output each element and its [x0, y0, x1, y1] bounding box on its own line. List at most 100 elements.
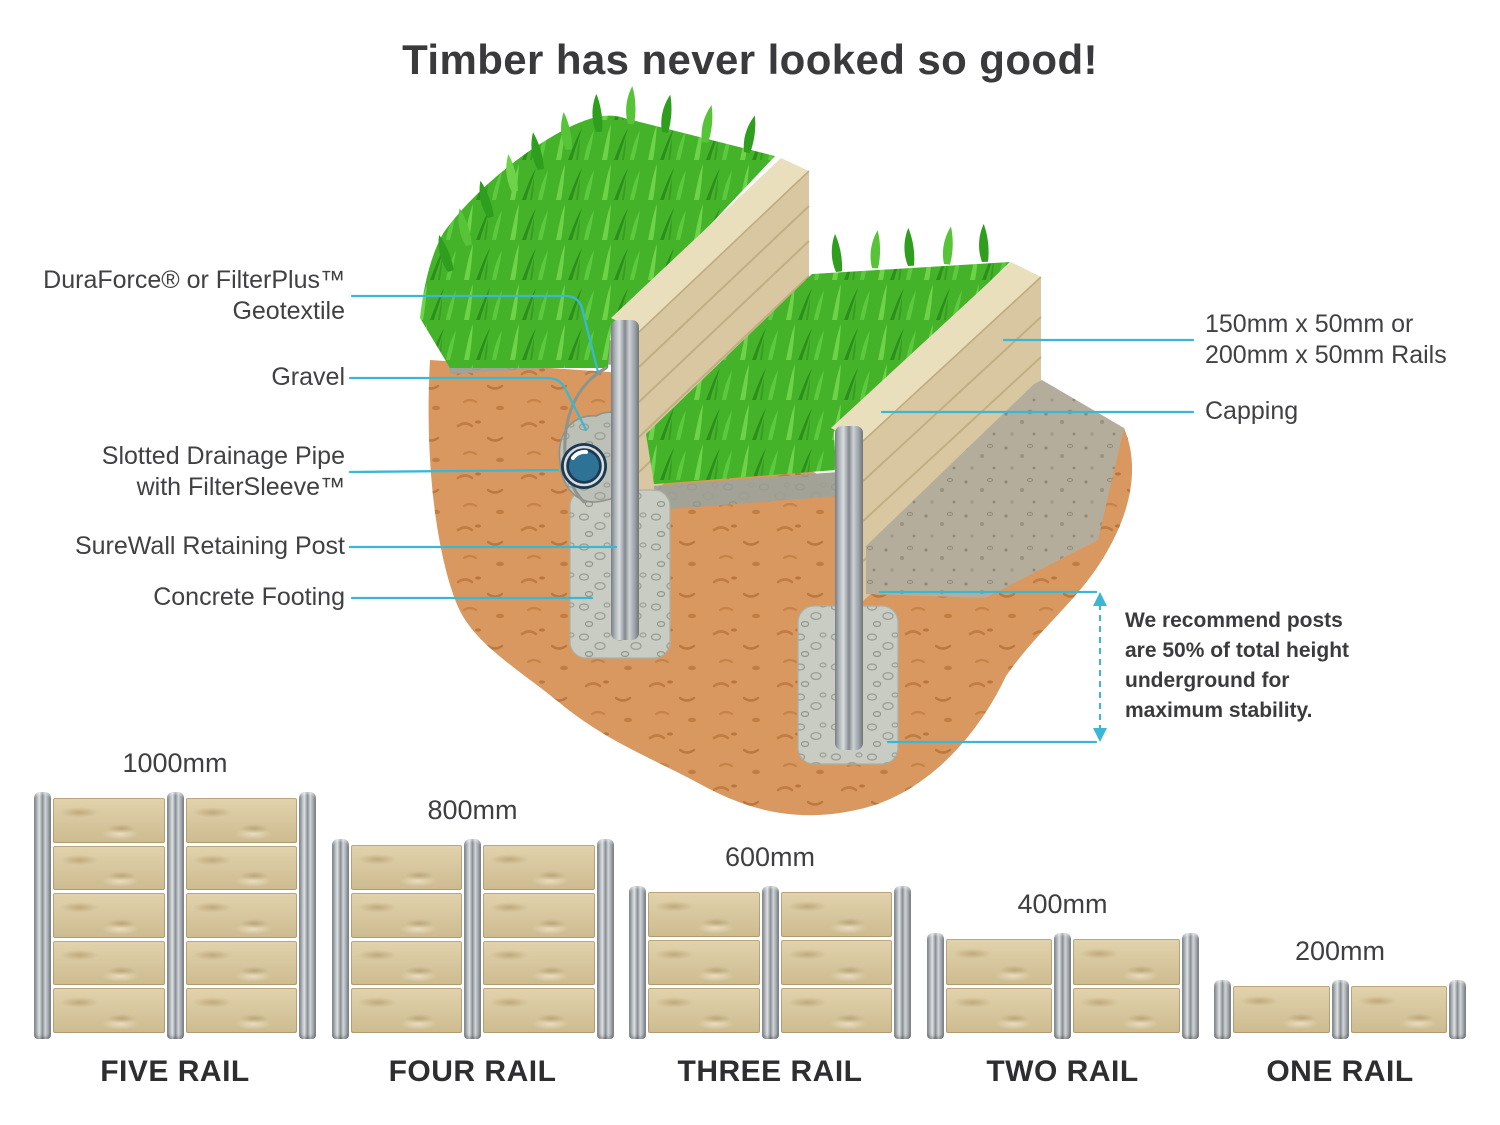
rail-panel: [1349, 980, 1450, 1039]
upper-grass-terrace: [420, 85, 775, 368]
rail-panel: [1231, 980, 1332, 1039]
timber-rail: [648, 988, 760, 1033]
wall-capping-upper: [611, 158, 809, 332]
rail-panel: [51, 792, 167, 1039]
callout-concrete-footing-label: Concrete Footing: [153, 583, 345, 611]
wall-post: [761, 886, 779, 1039]
timber-rail: [780, 988, 892, 1033]
timber-rail: [185, 893, 297, 938]
callout-lines: [348, 294, 1195, 600]
wall-name-label: FOUR RAIL: [388, 1055, 557, 1088]
middle-grass-terrace: [646, 223, 1010, 484]
timber-rail: [1073, 987, 1180, 1033]
wall-post: [596, 839, 614, 1039]
callout-rails-label: 150mm x 50mm or 200mm x 50mm Rails: [1205, 310, 1447, 369]
wall-post: [464, 839, 481, 1039]
wall-option-one-rail: 200mm ONE RAIL: [1214, 936, 1466, 1089]
middle-ground-strip: [654, 472, 840, 510]
rail-panel: [1071, 933, 1182, 1039]
wall-name-label: THREE RAIL: [677, 1055, 863, 1088]
callout-capping-label: Capping: [1205, 397, 1299, 425]
timber-rail: [648, 892, 760, 937]
wall-post: [1181, 933, 1199, 1039]
rail-panel: [349, 839, 465, 1039]
timber-rail: [648, 940, 760, 985]
timber-rail: [1350, 986, 1447, 1033]
callout-line-gravel: [348, 376, 588, 432]
rail-panel: [481, 839, 597, 1039]
timber-rail: [350, 845, 462, 890]
wall-height-label: 600mm: [724, 842, 816, 872]
callout-geotextile-label: DuraForce® or FilterPlus™ Geotextile: [43, 266, 345, 325]
page-title: Timber has never looked so good!: [402, 36, 1098, 83]
depth-measure-arrow: [878, 590, 1107, 744]
timber-rail: [185, 940, 297, 986]
rail-panel: [779, 886, 895, 1039]
wall-post: [1331, 980, 1349, 1039]
recommendation-note: We recommend posts are 50% of total heig…: [1125, 609, 1350, 722]
wall-post: [299, 792, 316, 1039]
wall-graphic: [331, 839, 614, 1039]
drainage-pipe: [561, 443, 607, 489]
wall-option-three-rail: 600mm THREE RAIL: [629, 842, 911, 1089]
rail-panel: [646, 886, 762, 1039]
timber-rail: [780, 892, 892, 937]
wall-height-label: 1000mm: [122, 748, 228, 778]
timber-rail: [185, 845, 297, 891]
wall-post: [166, 792, 184, 1039]
wall-height-label: 400mm: [1017, 889, 1108, 919]
callout-drainage-pipe-label: Slotted Drainage Pipe with FilterSleeve™: [101, 442, 345, 501]
timber-rail: [53, 798, 165, 843]
timber-rail: [53, 893, 165, 938]
wall-post: [629, 886, 646, 1039]
wall-post: [1449, 980, 1466, 1039]
timber-rail: [945, 987, 1052, 1033]
wall-graphic: [629, 886, 911, 1039]
timber-rail: [53, 845, 165, 891]
timber-rail: [185, 798, 297, 843]
wall-graphic: [34, 792, 316, 1039]
timber-rail: [185, 988, 297, 1033]
wall-graphic: [1214, 980, 1466, 1039]
timber-rail: [1233, 986, 1330, 1033]
wall-post: [894, 886, 911, 1039]
wall-height-label: 800mm: [427, 795, 518, 825]
timber-rail: [350, 988, 462, 1033]
rail-panel: [944, 933, 1055, 1039]
wall-option-two-rail: 400mm TWO RAIL: [926, 889, 1199, 1089]
wall-height-label: 200mm: [1294, 936, 1386, 966]
timber-rail: [53, 988, 165, 1033]
timber-rail: [483, 988, 595, 1033]
timber-rail: [350, 892, 462, 938]
timber-rail: [945, 939, 1052, 985]
wall-name-label: ONE RAIL: [1266, 1055, 1414, 1088]
rail-panel: [184, 792, 300, 1039]
wall-option-five-rail: 1000mm FIVE RAIL: [34, 748, 316, 1089]
retaining-post-upper: [611, 320, 639, 640]
callout-retaining-post-label: SureWall Retaining Post: [74, 532, 345, 560]
wall-size-options: 1000mm FIVE RAIL 800mm FOUR RAIL 600mm: [34, 748, 1466, 1089]
retaining-post-lower: [835, 426, 863, 750]
wall-name-label: FIVE RAIL: [100, 1055, 250, 1088]
timber-rail: [1073, 939, 1180, 985]
wall-post: [1054, 933, 1071, 1039]
timber-rail: [53, 940, 165, 986]
timber-rail: [350, 940, 462, 986]
callout-gravel-label: Gravel: [271, 363, 345, 391]
timber-rail: [483, 892, 595, 938]
callout-line-pipe: [348, 468, 560, 474]
wall-post: [926, 933, 944, 1039]
wall-name-label: TWO RAIL: [986, 1055, 1139, 1088]
timber-rail: [780, 940, 892, 985]
wall-post: [1214, 980, 1231, 1039]
wall-capping-lower: [831, 262, 1041, 443]
wall-post: [331, 839, 349, 1039]
wall-graphic: [926, 933, 1199, 1039]
lower-ground-surface: [866, 380, 1124, 598]
timber-rail: [483, 845, 595, 890]
timber-rail: [483, 940, 595, 986]
wall-option-four-rail: 800mm FOUR RAIL: [331, 795, 614, 1089]
callout-line-geotextile: [350, 294, 600, 374]
